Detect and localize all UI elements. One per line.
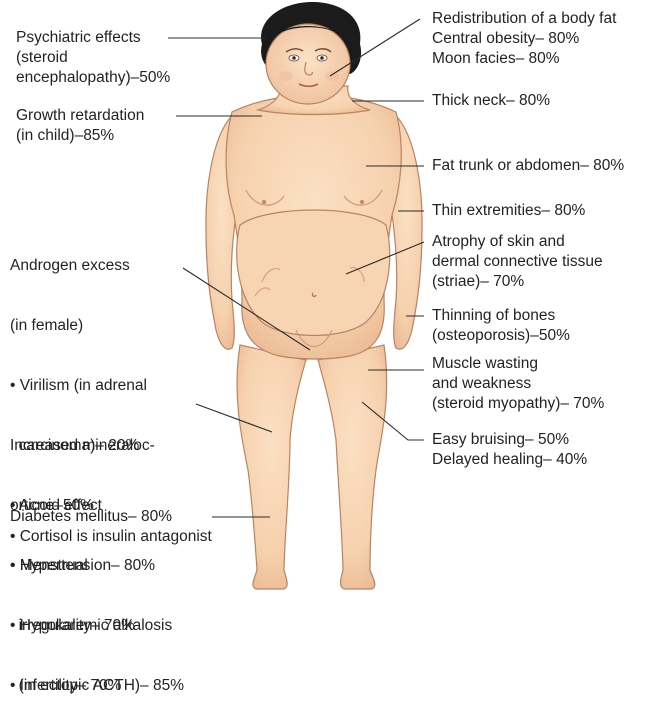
body-illustration [206,86,422,589]
label-psychiatric-effects: Psychiatric effects (steroid encephalopa… [16,28,170,88]
left-leg [237,345,306,589]
label-easy-bruising: Easy bruising– 50% Delayed healing– 40% [432,430,587,470]
label-diabetes-mellitus: Diabetes mellitus– 80% • Cortisol is ins… [10,507,212,547]
moon-face [266,24,350,104]
label-bone-thinning: Thinning of bones (osteoporosis)–50% [432,306,570,346]
label-muscle-wasting: Muscle wasting and weakness (steroid myo… [432,354,604,414]
right-leg [318,345,387,589]
label-thick-neck: Thick neck– 80% [432,91,550,111]
belly [237,210,390,336]
label-thin-extremities: Thin extremities– 80% [432,201,585,221]
label-fat-trunk: Fat trunk or abdomen– 80% [432,156,624,176]
label-fat-redistribution: Redistribution of a body fat Central obe… [432,9,616,69]
label-skin-atrophy: Atrophy of skin and dermal connective ti… [432,232,603,292]
label-growth-retardation: Growth retardation (in child)–85% [16,106,144,146]
label-mineralocorticoid-effect: Increased mineraloc- orticoid effect • H… [10,396,184,716]
